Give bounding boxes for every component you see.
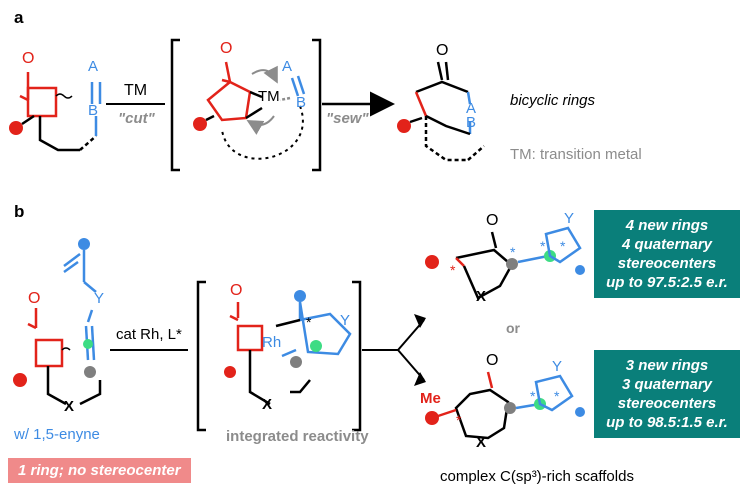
panel-a-metallacycle	[193, 61, 306, 160]
panel-b-oxygen-top: O	[486, 212, 499, 229]
box-top-line-3: stereocenters	[617, 255, 717, 272]
panel-b-start-enyne	[13, 238, 102, 406]
panel-a-oxygen-product: O	[436, 42, 449, 59]
panel-a-bicyclic-rings: bicyclic rings	[510, 92, 596, 109]
panel-b-box-top: 4 new rings 4 quaternary stereocenters u…	[594, 210, 740, 298]
panel-a-tm-label: TM	[124, 82, 148, 99]
panel-b-star-top-2: *	[540, 238, 546, 254]
panel-a-bicyclic-product	[397, 61, 485, 162]
panel-a-atom-a-start: A	[88, 58, 99, 75]
panel-b-x-start: X	[64, 398, 75, 415]
panel-a-cut-label: "cut"	[118, 110, 155, 127]
panel-a-oxygen-start: O	[22, 50, 35, 67]
panel-a-atom-b-intermediate: B	[296, 94, 307, 111]
box-bottom-line-2: 3 quaternary	[621, 376, 713, 393]
panel-a-label: a	[14, 8, 24, 27]
panel-b-rh-label: Rh	[262, 334, 282, 351]
panel-b-enyne-label: w/ 1,5-enyne	[14, 426, 100, 443]
panel-b-arrowhead-up	[414, 314, 426, 328]
panel-a-atom-b-start: B	[88, 102, 99, 119]
panel-b-rhodacycle	[224, 290, 352, 406]
panel-b-conditions: cat Rh, L*	[116, 326, 182, 343]
box-bottom-line-3: stereocenters	[617, 395, 717, 412]
panel-b-oxygen-start: O	[28, 290, 41, 307]
panel-b-star-top-3: *	[560, 238, 566, 254]
panel-b-fork-arrow	[362, 319, 425, 381]
panel-b-box-bottom: 3 new rings 3 quaternary stereocenters u…	[594, 350, 740, 438]
panel-b-scaffolds-label: complex C(sp³)-rich scaffolds	[440, 468, 634, 485]
panel-b-y-top: Y	[564, 210, 575, 227]
panel-a-cyclobutanone	[9, 72, 102, 152]
box-top-line-4: up to 97.5:2.5 e.r.	[606, 274, 728, 291]
panel-b-start-badge: 1 ring; no stereocenter	[8, 458, 191, 483]
panel-b-integrated-label: integrated reactivity	[226, 428, 369, 445]
panel-b-oxygen-intermediate: O	[230, 282, 243, 299]
panel-b-me-label: Me	[420, 390, 441, 407]
panel-b-star-top-1: *	[510, 244, 516, 260]
panel-a-atom-a-intermediate: A	[282, 58, 293, 75]
panel-b-arrowhead-down	[414, 372, 426, 386]
box-top-line-1: 4 new rings	[625, 217, 709, 234]
box-bottom-line-1: 3 new rings	[625, 357, 709, 374]
box-top-line-2: 4 quaternary	[621, 236, 713, 253]
panel-a-tm-metal: TM	[258, 88, 280, 105]
panel-a-bracket-left	[170, 38, 180, 172]
panel-a-sew-label: "sew"	[326, 110, 369, 127]
panel-b-star-bottom-2: *	[554, 388, 560, 404]
panel-b-star-bottom-1: *	[530, 388, 536, 404]
panel-b-bracket-left	[196, 280, 206, 432]
panel-b-y-bottom: Y	[552, 358, 563, 375]
panel-b-star-bottom-red: *	[456, 412, 462, 428]
panel-b-y-intermediate: Y	[340, 312, 351, 329]
box-bottom-line-4: up to 98.5:1.5 e.r.	[606, 414, 728, 431]
panel-b-bracket-right	[352, 280, 362, 432]
panel-a-bracket-right	[312, 38, 322, 172]
panel-b-star-top-red: *	[450, 262, 456, 278]
panel-b-x-intermediate: X	[262, 396, 273, 413]
panel-b-or-label: or	[506, 320, 520, 336]
panel-a-atom-b-product: B	[466, 114, 477, 131]
panel-a-tm-definition: TM: transition metal	[510, 146, 642, 163]
panel-b-product-bottom	[425, 371, 585, 440]
panel-b-star-intermediate: *	[306, 314, 312, 330]
panel-b-product-top	[425, 226, 585, 300]
panel-a-atom-a-product: A	[466, 100, 477, 117]
panel-b-label: b	[14, 202, 25, 221]
panel-b-oxygen-bottom: O	[486, 352, 499, 369]
panel-b-y-start: Y	[94, 290, 105, 307]
panel-a-oxygen-intermediate: O	[220, 40, 233, 57]
panel-b-x-top: X	[476, 288, 487, 305]
panel-b-x-bottom: X	[476, 434, 487, 451]
